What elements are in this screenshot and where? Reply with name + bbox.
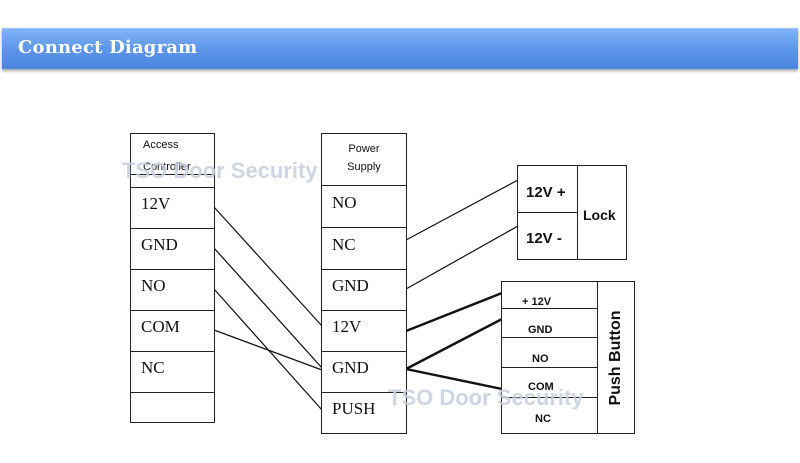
wire-ps-gnd-to-pb-com <box>405 367 503 391</box>
terminal-label: GND <box>332 358 369 377</box>
wire-ac-com-to-ps-gnd <box>213 329 323 371</box>
power-supply-terminal-push: PUSH <box>322 393 406 432</box>
access-controller-terminal-12v: 12V <box>131 188 214 229</box>
power-supply-block: Power Supply NO NC GND 12V GND PUSH <box>321 133 407 434</box>
access-controller-title-line1: Access <box>143 139 179 151</box>
power-supply-terminal-gnd-2: GND <box>322 352 406 393</box>
push-button-terminal-gnd: GND <box>528 324 553 336</box>
push-button-block: + 12V GND NO COM NC Push Button <box>501 281 635 434</box>
lock-label: Lock <box>583 207 616 223</box>
access-controller-terminal-com: COM <box>131 311 214 352</box>
wire-ps-gnd-to-pb-gnd <box>405 317 503 371</box>
terminal-label: COM <box>141 317 180 336</box>
wire-ps-12v-to-pb-12v <box>405 291 503 333</box>
power-supply-terminal-nc: NC <box>322 228 406 270</box>
access-controller-terminal-nc: NC <box>131 352 214 393</box>
watermark-bottom: TSO Door Security <box>388 385 584 410</box>
terminal-label: 12V <box>332 317 362 336</box>
watermark-top: TSO Door Security <box>122 158 318 183</box>
access-controller-header: Access Controller <box>131 134 214 188</box>
power-supply-header: Power Supply <box>322 134 406 186</box>
lock-terminal-negative: 12V - <box>526 230 562 247</box>
access-controller-terminal-gnd: GND <box>131 229 214 270</box>
access-controller-title-line2: Controller <box>143 161 191 173</box>
power-supply-terminal-12v: 12V <box>322 311 406 352</box>
power-supply-terminal-gnd: GND <box>322 270 406 311</box>
page-title: Connect Diagram <box>18 37 198 58</box>
lock-terminal-positive: 12V + <box>526 184 566 201</box>
access-controller-block: Access Controller 12V GND NO COM NC <box>130 133 215 423</box>
terminal-label: GND <box>141 235 178 254</box>
push-button-terminal-no: NO <box>532 353 549 365</box>
power-supply-terminal-no: NO <box>322 186 406 228</box>
push-button-terminal-com: COM <box>528 381 554 393</box>
terminal-label: NC <box>332 235 356 254</box>
terminal-label: NC <box>141 358 165 377</box>
terminal-label: GND <box>332 276 369 295</box>
access-controller-terminal-empty <box>131 393 214 421</box>
lock-block: 12V + 12V - Lock <box>517 165 627 260</box>
power-supply-title-line2: Supply <box>347 161 381 173</box>
wire-ps-gnd-to-lock-neg <box>405 225 519 290</box>
terminal-label: NO <box>332 193 357 212</box>
wire-ac-12v-to-ps-gnd <box>213 206 323 327</box>
push-button-terminal-nc: NC <box>535 413 551 425</box>
access-controller-terminal-no: NO <box>131 270 214 311</box>
wire-ps-nc-to-lock-pos <box>405 179 519 241</box>
terminal-label: PUSH <box>332 399 376 418</box>
terminal-label: 12V <box>141 194 171 213</box>
power-supply-title-line1: Power <box>348 143 380 155</box>
wire-ac-gnd-to-ps-gnd <box>213 247 323 369</box>
push-button-label: Push Button <box>607 310 624 406</box>
header-bar: Connect Diagram <box>2 28 798 69</box>
push-button-terminal-12v: + 12V <box>522 296 552 308</box>
terminal-label: NO <box>141 276 166 295</box>
